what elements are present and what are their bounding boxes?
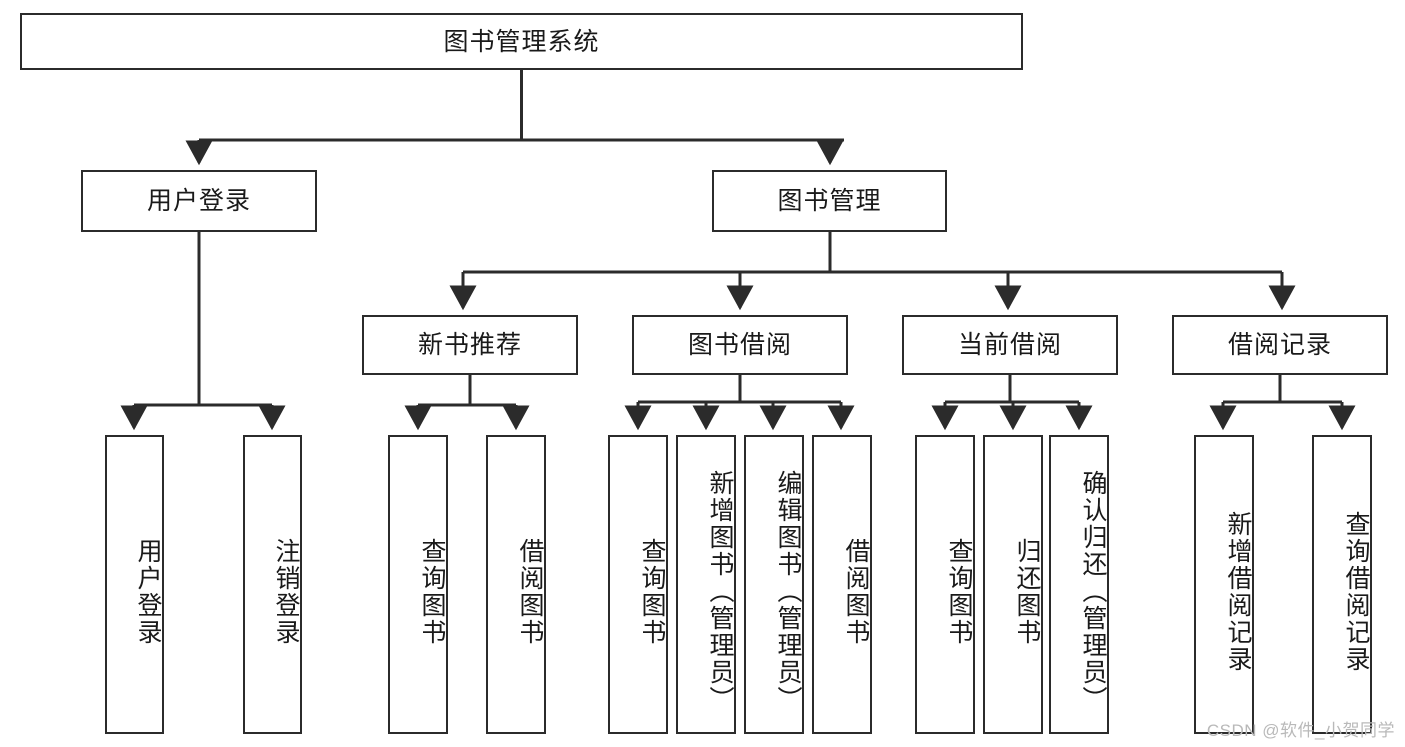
node-label: 图书管理系统 <box>443 27 600 56</box>
node-label: 新增借阅记录 <box>1224 510 1252 673</box>
node-label: 确认归还（管理员） <box>1079 470 1107 713</box>
node-current-borrow[interactable]: 当前借阅 <box>902 315 1118 375</box>
node-label: 查询图书 <box>945 537 973 646</box>
leaf-add-book-admin[interactable]: 新增图书（管理员） <box>676 435 736 734</box>
leaf-logout[interactable]: 注销登录 <box>243 435 302 734</box>
node-label: 归还图书 <box>1013 537 1041 646</box>
leaf-return-books[interactable]: 归还图书 <box>983 435 1043 734</box>
node-label: 查询图书 <box>418 537 446 646</box>
node-label: 注销登录 <box>272 537 300 646</box>
node-label: 用户登录 <box>146 187 251 215</box>
node-label: 图书管理 <box>777 187 882 215</box>
leaf-edit-book-admin[interactable]: 编辑图书（管理员） <box>744 435 804 734</box>
node-user-login[interactable]: 用户登录 <box>81 170 317 232</box>
node-label: 图书借阅 <box>687 331 792 359</box>
watermark: CSDN @软件_小贺同学 <box>1206 721 1395 740</box>
node-label: 查询图书 <box>638 537 666 646</box>
node-new-book-recommend[interactable]: 新书推荐 <box>362 315 578 375</box>
node-label: 新增图书（管理员） <box>706 470 734 713</box>
leaf-user-login[interactable]: 用户登录 <box>105 435 164 734</box>
leaf-confirm-return-admin[interactable]: 确认归还（管理员） <box>1049 435 1109 734</box>
node-book-borrow[interactable]: 图书借阅 <box>632 315 848 375</box>
leaf-add-borrow-record[interactable]: 新增借阅记录 <box>1194 435 1254 734</box>
node-label: 借阅图书 <box>516 537 544 646</box>
node-borrow-record[interactable]: 借阅记录 <box>1172 315 1388 375</box>
leaf-borrow-books-recommend[interactable]: 借阅图书 <box>486 435 546 734</box>
node-label: 当前借阅 <box>957 331 1062 359</box>
node-label: 借阅图书 <box>842 537 870 646</box>
node-label: 借阅记录 <box>1227 331 1332 359</box>
leaf-query-borrow-record[interactable]: 查询借阅记录 <box>1312 435 1372 734</box>
node-label: 编辑图书（管理员） <box>774 470 802 713</box>
node-label: 用户登录 <box>134 537 162 646</box>
leaf-query-books-recommend[interactable]: 查询图书 <box>388 435 448 734</box>
leaf-query-books-current[interactable]: 查询图书 <box>915 435 975 734</box>
node-label: 查询借阅记录 <box>1342 510 1370 673</box>
node-book-management[interactable]: 图书管理 <box>712 170 947 232</box>
leaf-borrow-books[interactable]: 借阅图书 <box>812 435 872 734</box>
leaf-query-books-borrow[interactable]: 查询图书 <box>608 435 668 734</box>
node-label: 新书推荐 <box>417 331 522 359</box>
node-root-book-management-system[interactable]: 图书管理系统 <box>20 13 1023 70</box>
